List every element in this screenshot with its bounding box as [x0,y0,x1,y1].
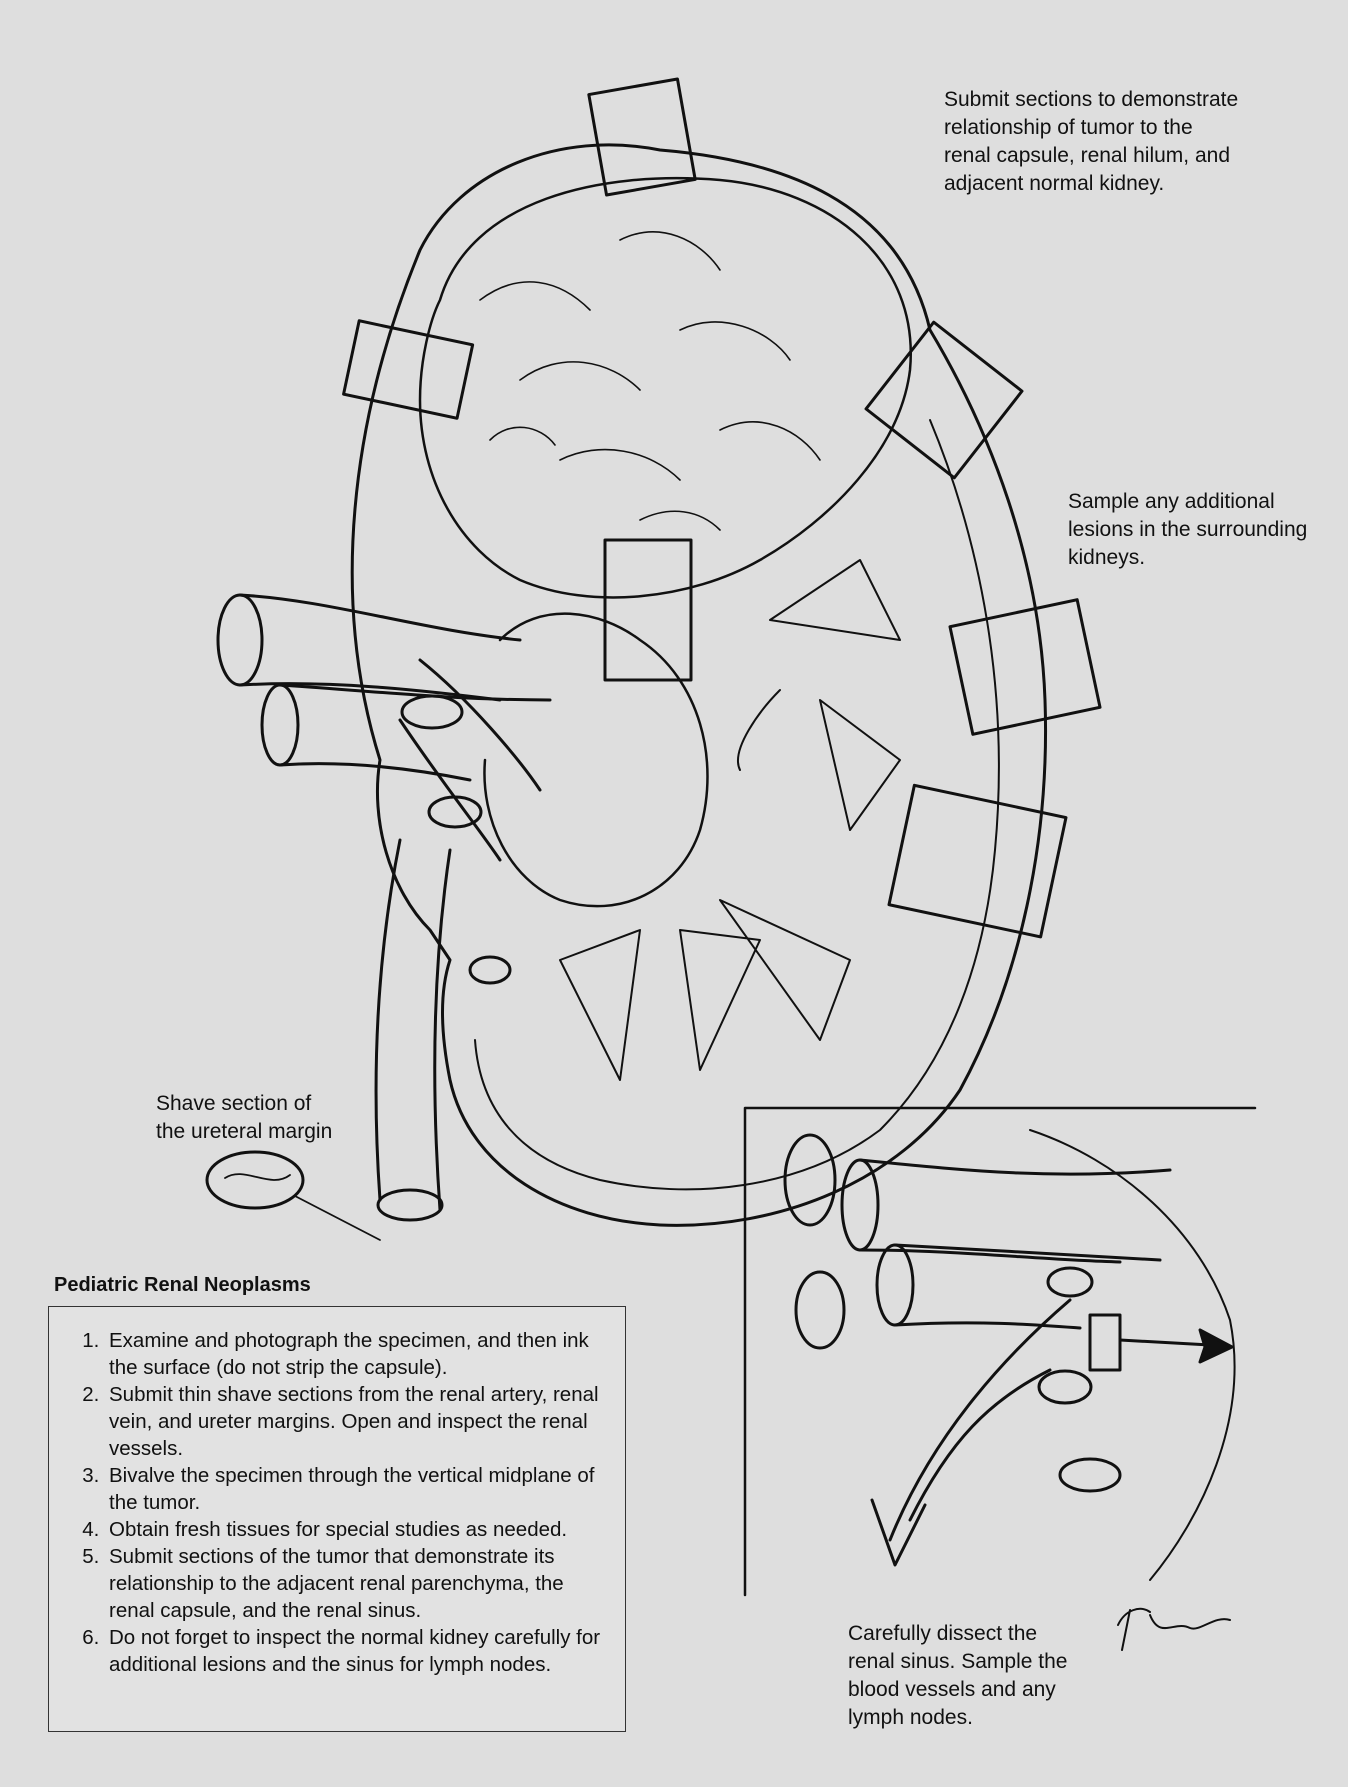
protocol-step: Bivalve the specimen through the vertica… [105,1462,611,1516]
sample-box-right-mid [948,598,1102,736]
kidney-inner-cortex [474,419,1000,1191]
protocol-title: Pediatric Renal Neoplasms [54,1274,311,1296]
arrow-head-right [1198,1328,1234,1364]
note-capsule-hilum: Submit sections to demonstrate relations… [944,88,1239,195]
lymph-node [468,955,512,985]
sample-box-left [342,319,475,420]
ureter-cut-end [376,1188,444,1222]
protocol-steps: Examine and photograph the specimen, and… [49,1307,625,1678]
tumor-mass [418,176,913,599]
sample-box-top [587,77,697,197]
renal-vein [238,593,522,702]
renal-artery-cut-end [260,683,300,767]
protocol-step: Do not forget to inspect the normal kidn… [105,1624,611,1678]
shave-section-disc [205,1150,305,1210]
renal-artery [278,683,552,782]
note-renal-sinus: Carefully dissect the renal sinus. Sampl… [848,1622,1068,1729]
note-additional-lesions: Sample any additional lesions in the sur… [1068,490,1308,569]
protocol-box: Examine and photograph the specimen, and… [48,1306,626,1732]
pyramid-upper [737,559,901,831]
sample-box-right-lower [887,783,1068,939]
inset-frame [743,1106,1257,1597]
renal-vein-cut-end [216,593,264,687]
kidney-outline [350,143,1047,1227]
artist-signature [1117,1607,1231,1651]
sample-box-center [603,538,693,682]
protocol-step: Submit thin shave sections from the rena… [105,1381,611,1462]
lymph-node [400,694,464,730]
protocol-step: Submit sections of the tumor that demons… [105,1543,611,1624]
sample-box-right-upper [864,320,1024,480]
note-ureteral-margin: Shave section of the ureteral margin [156,1092,333,1143]
arrow-head-down [870,1498,927,1567]
protocol-step: Obtain fresh tissues for special studies… [105,1516,611,1543]
pyramid-lower [559,899,851,1081]
ureter [374,838,452,1212]
renal-sinus [483,612,709,908]
lymph-node [427,795,483,829]
protocol-step: Examine and photograph the specimen, and… [105,1327,611,1381]
